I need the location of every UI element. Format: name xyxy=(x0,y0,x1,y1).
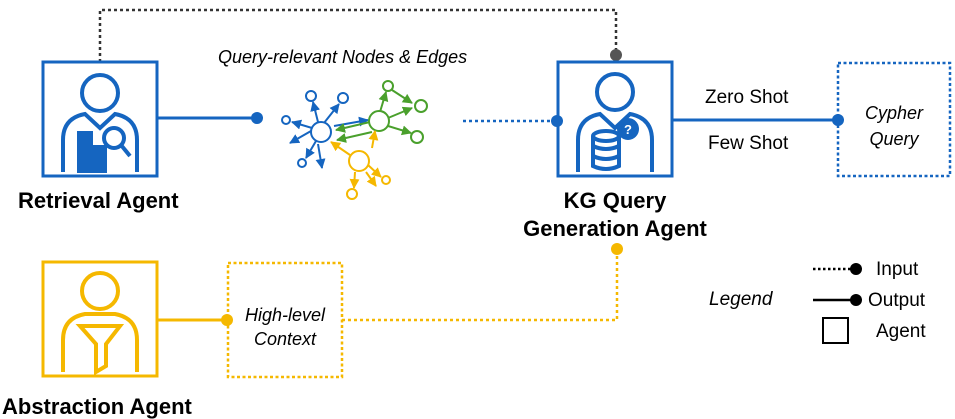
context-to-kg-dotted-line xyxy=(342,250,619,322)
svg-text:?: ? xyxy=(624,122,632,137)
abstraction-agent-box xyxy=(41,260,159,378)
feedback-dotted-line xyxy=(98,8,618,62)
graph-caption: Query-relevant Nodes & Edges xyxy=(218,47,468,67)
kg-query-agent-label-line2: Generation Agent xyxy=(523,216,707,241)
cypher-query-line1: Cypher xyxy=(864,103,924,123)
legend-input-label: Input xyxy=(876,259,919,280)
retrieval-output-dot xyxy=(251,112,263,124)
legend xyxy=(813,263,862,344)
cypher-query-box xyxy=(836,61,952,178)
cypher-query-line2: Query xyxy=(869,129,919,149)
high-level-context-line1: High-level xyxy=(244,305,326,325)
legend-output-dot xyxy=(850,294,862,306)
knowledge-graph xyxy=(281,80,428,200)
legend-agent-label: Agent xyxy=(876,321,926,342)
person-funnel-icon xyxy=(61,271,139,376)
high-level-context-line2: Context xyxy=(253,329,317,349)
legend-title: Legend xyxy=(709,289,773,310)
feedback-input-dot xyxy=(610,49,622,61)
few-shot-label: Few Shot xyxy=(708,133,789,154)
kg-query-agent-box: ? xyxy=(556,60,674,178)
kg-context-input-dot xyxy=(611,243,623,255)
legend-output-label: Output xyxy=(868,290,926,311)
retrieval-agent-box xyxy=(41,60,159,178)
zero-shot-label: Zero Shot xyxy=(705,87,789,108)
kg-query-agent-label-line1: KG Query xyxy=(563,188,667,213)
retrieval-agent-label: Retrieval Agent xyxy=(18,188,179,213)
abstraction-agent-label: Abstraction Agent xyxy=(2,394,192,419)
person-database-question-icon xyxy=(576,72,654,172)
legend-agent-square xyxy=(822,317,849,344)
high-level-context-box xyxy=(226,261,344,379)
person-magnifier-boxes-icon xyxy=(61,73,139,173)
legend-input-dot xyxy=(850,263,862,275)
